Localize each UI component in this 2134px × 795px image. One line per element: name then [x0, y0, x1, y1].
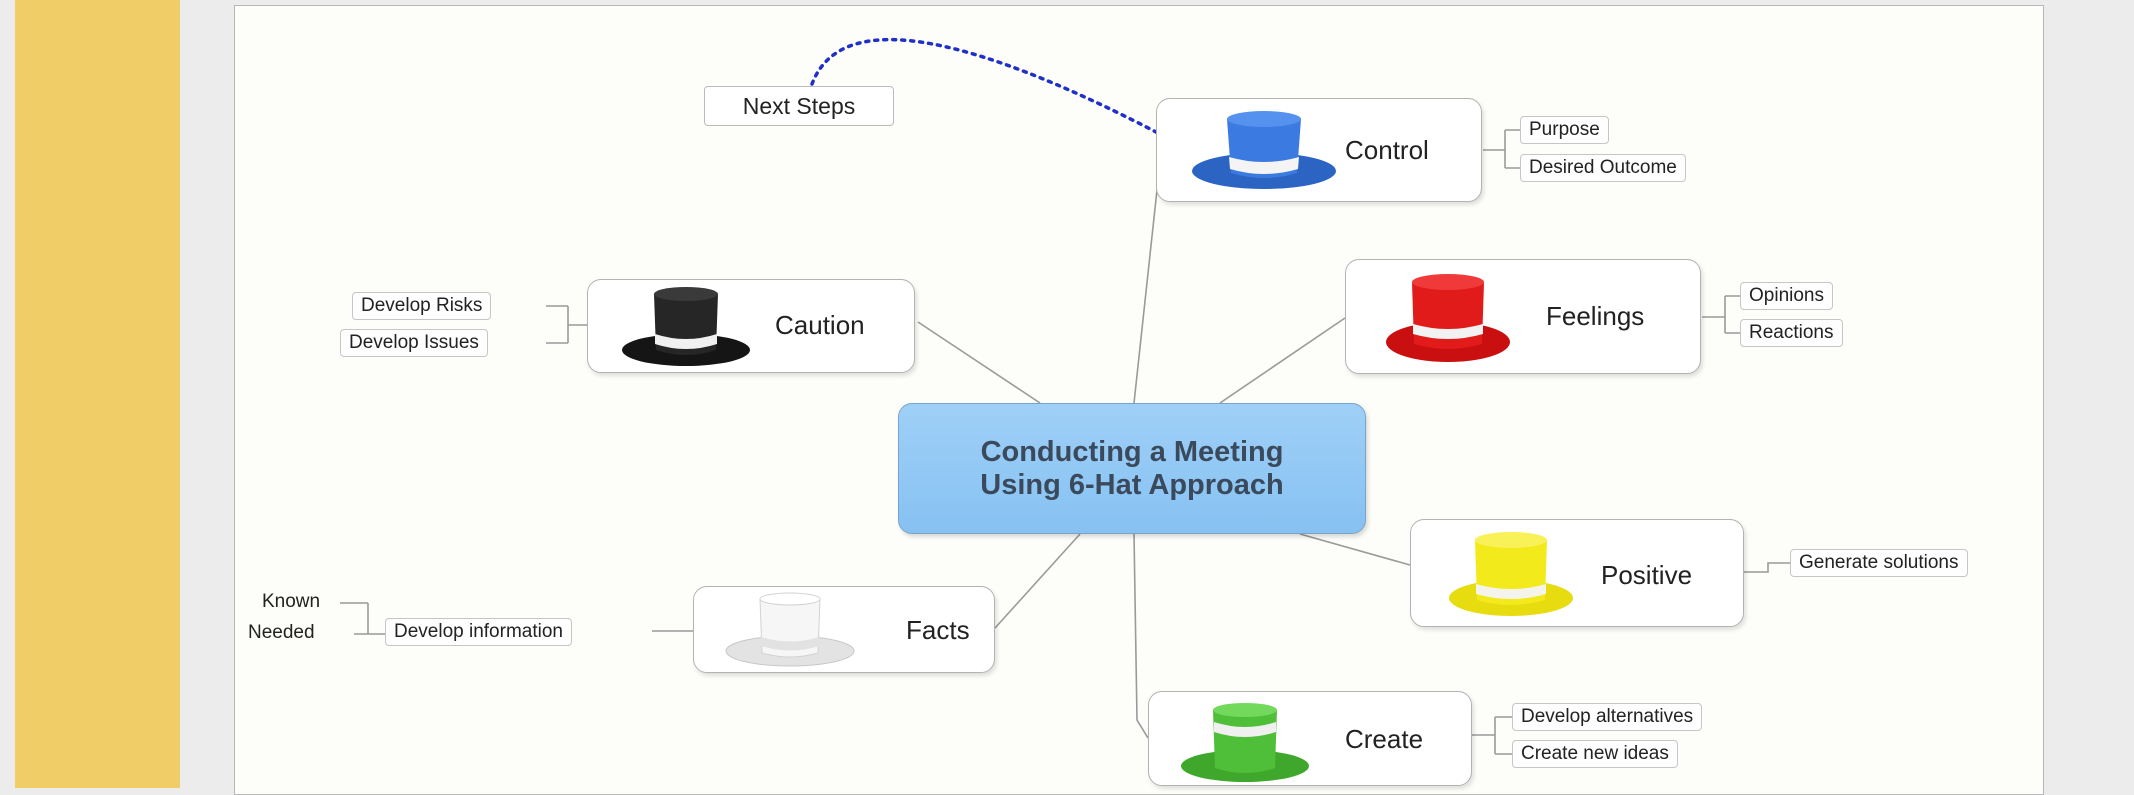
link-center-caution	[917, 321, 1041, 404]
link-control-leaves	[1483, 129, 1520, 169]
mind-map-canvas	[234, 5, 2044, 795]
next-steps-node: Next Steps	[704, 86, 894, 126]
caution-node: Caution	[587, 279, 915, 373]
leaf-generate-solutions: Generate solutions	[1790, 549, 1968, 577]
feelings-label: Feelings	[1546, 301, 1645, 331]
feelings-node: Feelings	[1345, 259, 1701, 374]
facts-label: Facts	[906, 615, 970, 645]
blue-top-hat-icon	[1192, 111, 1336, 189]
link-center-feelings	[1219, 317, 1346, 404]
link-positive-leaf	[1744, 562, 1790, 573]
red-top-hat-icon	[1386, 274, 1510, 362]
leaf-develop-issues: Develop Issues	[340, 329, 488, 357]
left-margin	[0, 0, 15, 788]
leaf-purpose: Purpose	[1520, 116, 1609, 144]
caution-label: Caution	[775, 310, 865, 340]
create-node: Create	[1148, 691, 1472, 786]
leaf-develop-risks: Develop Risks	[352, 292, 492, 320]
positive-label: Positive	[1601, 560, 1693, 590]
facts-node: Facts	[693, 586, 995, 673]
leaf-create-new-ideas: Create new ideas	[1512, 740, 1678, 768]
leaf-desired-outcome: Desired Outcome	[1520, 154, 1686, 182]
green-top-hat-icon	[1181, 703, 1309, 782]
leaf-develop-information: Develop information	[385, 618, 572, 646]
link-create-leaves	[1472, 716, 1512, 755]
white-top-hat-icon	[725, 592, 855, 667]
create-label: Create	[1345, 724, 1424, 754]
link-caution-leaves	[546, 305, 587, 344]
dotted-link-next-steps	[810, 37, 1160, 135]
control-node: Control	[1156, 98, 1482, 202]
link-center-positive	[1299, 533, 1411, 566]
leaf-needed: Needed	[248, 622, 315, 643]
central-topic-title: Conducting a Meeting Using 6-Hat Approac…	[980, 435, 1284, 501]
link-center-facts	[994, 533, 1081, 629]
left-sidebar-band	[0, 0, 180, 788]
positive-node: Positive	[1410, 519, 1744, 627]
leaf-known: Known	[262, 591, 321, 612]
control-label: Control	[1345, 135, 1429, 165]
link-center-create	[1133, 533, 1149, 739]
link-feelings-leaves	[1702, 295, 1740, 334]
leaf-develop-alternatives: Develop alternatives	[1512, 703, 1703, 731]
right-margin	[2043, 0, 2134, 788]
black-top-hat-icon	[622, 287, 750, 366]
yellow-top-hat-icon	[1449, 532, 1573, 616]
central-topic-node: Conducting a Meeting Using 6-Hat Approac…	[898, 403, 1366, 534]
leaf-opinions: Opinions	[1740, 282, 1833, 310]
link-facts-grandchildren	[340, 602, 385, 635]
leaf-reactions: Reactions	[1740, 319, 1843, 347]
